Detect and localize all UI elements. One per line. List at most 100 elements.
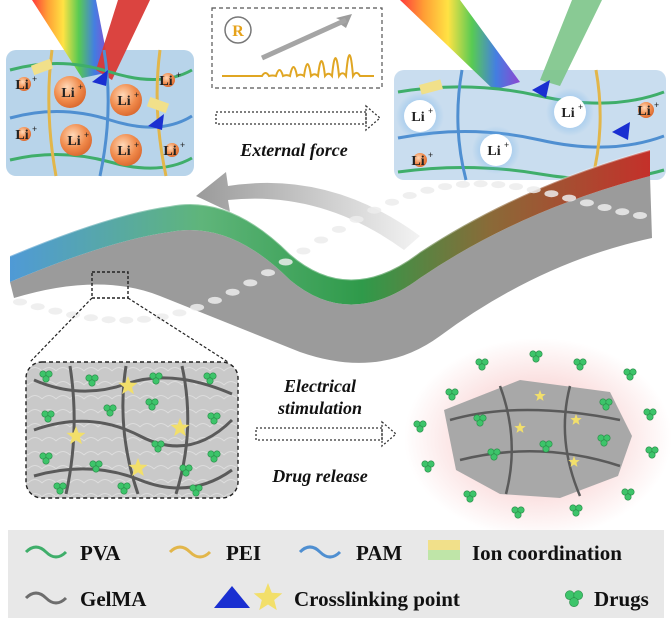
gelma-network-panel [25, 361, 239, 499]
svg-text:+: + [428, 106, 433, 116]
drug-release-panel [404, 338, 672, 538]
top-right-network-panel: Li+Li+Li+Li+Li+ [394, 0, 666, 181]
drug-icon [475, 358, 489, 371]
svg-text:+: + [78, 82, 83, 92]
lithium-ion-label: Li [67, 134, 80, 149]
lithium-ion-label: Li [159, 74, 172, 89]
svg-text:PVA: PVA [80, 541, 121, 565]
svg-text:+: + [504, 140, 509, 150]
drug-icon [413, 420, 427, 433]
svg-text:+: + [32, 74, 37, 84]
light-beam-rainbow-left [32, 0, 110, 78]
legend-item-pei: PEI [168, 541, 261, 565]
drug-icon [41, 410, 55, 423]
drug-icon [421, 460, 435, 473]
legend-item-crosslinking-point: Crosslinking point [214, 583, 460, 611]
drug-icon [149, 372, 163, 385]
drug-icon [487, 448, 501, 461]
svg-text:PAM: PAM [356, 541, 402, 565]
drug-icon [207, 412, 221, 425]
lithium-ion: Li + [163, 140, 185, 159]
crosslink-star-icon [570, 414, 582, 425]
svg-text:Ion coordination: Ion coordination [472, 541, 622, 565]
svg-text:Crosslinking point: Crosslinking point [294, 587, 460, 611]
crosslink-star-icon [170, 418, 190, 437]
resistance-badge-label: R [232, 23, 244, 40]
deformation-arrow [196, 172, 420, 250]
drug-icon [529, 350, 543, 363]
drug-icon [511, 506, 525, 519]
svg-text:Drugs: Drugs [594, 587, 649, 611]
legend-item-pva: PVA [24, 541, 121, 565]
svg-text:+: + [32, 124, 37, 134]
drug-icon [599, 398, 613, 411]
drug-icon [445, 388, 459, 401]
triangle-star-icon [214, 583, 283, 611]
drug-icon [145, 398, 159, 411]
lithium-ion: Li + [159, 70, 181, 89]
crosslink-star-icon [66, 426, 86, 445]
lithium-ion: Li+ [110, 134, 142, 166]
crosslink-triangle [92, 70, 108, 86]
lithium-ion: Li + [54, 76, 86, 108]
crosslink-triangle [532, 80, 550, 98]
lithium-ion: Li + [15, 124, 37, 143]
crosslink-triangle [148, 114, 164, 130]
svg-text:+: + [84, 130, 89, 140]
yellow-wavy-line-icon [168, 545, 212, 559]
drug-icon [39, 452, 53, 465]
svg-text:+: + [428, 150, 433, 160]
lithium-ion-label: Li [117, 144, 130, 159]
drug-icon [645, 446, 659, 459]
drug-icon [621, 488, 635, 501]
svg-text:GelMA: GelMA [80, 587, 147, 611]
drug-icon [39, 370, 53, 383]
svg-text:+: + [578, 102, 583, 112]
gray-wavy-line-icon [24, 591, 68, 605]
external-force-arrow [215, 104, 381, 132]
drug-icon [565, 590, 583, 607]
drug-icon [573, 358, 587, 371]
lithium-ion-label: Li [411, 110, 424, 125]
lithium-ion-label: Li [163, 144, 176, 159]
legend-item-ion-coordination: Ion coordination [428, 540, 622, 565]
crosslink-star-icon [514, 422, 526, 433]
svg-text:+: + [180, 140, 185, 150]
lithium-ion: Li + [60, 124, 92, 156]
drug-icon [151, 440, 165, 453]
lithium-ion: Li + [472, 126, 520, 174]
drug-icon [463, 490, 477, 503]
lithium-ion: Li+ [546, 88, 594, 136]
lithium-ion-label: Li [15, 128, 28, 143]
lithium-ion-label: Li [61, 86, 74, 101]
lithium-ion: Li + [15, 74, 37, 93]
lithium-ion-label: Li [637, 104, 650, 119]
light-beam-green-right [540, 0, 602, 86]
drug-cluster-icon [565, 590, 583, 607]
resistance-signal-graph: R [211, 7, 383, 89]
stimulation-arrow [255, 420, 397, 448]
hydrogel-sheet [9, 149, 652, 363]
crosslink-star-icon [534, 390, 546, 401]
drug-icon [643, 408, 657, 421]
zoom-region [91, 271, 129, 299]
drug-icon [85, 374, 99, 387]
lithium-ion: Li+ [637, 100, 659, 119]
lithium-ion: Li + [396, 92, 444, 140]
drug-icon [53, 482, 67, 495]
lithium-ion-label: Li [411, 154, 424, 169]
legend: PVA PEI PAM Ion coordination GelMA [8, 530, 664, 618]
stimulation-label: stimulation [277, 398, 362, 418]
lithium-ion-label: Li [487, 144, 500, 159]
lithium-ion-label: Li [15, 78, 28, 93]
crosslink-star-icon [128, 458, 148, 477]
drug-icon [103, 404, 117, 417]
svg-text:+: + [176, 70, 181, 80]
green-wavy-line-icon [24, 545, 68, 559]
drug-icon [539, 440, 553, 453]
legend-item-gelma: GelMA [24, 587, 147, 611]
drug-icon [189, 484, 203, 497]
legend-item-pam: PAM [298, 541, 402, 565]
